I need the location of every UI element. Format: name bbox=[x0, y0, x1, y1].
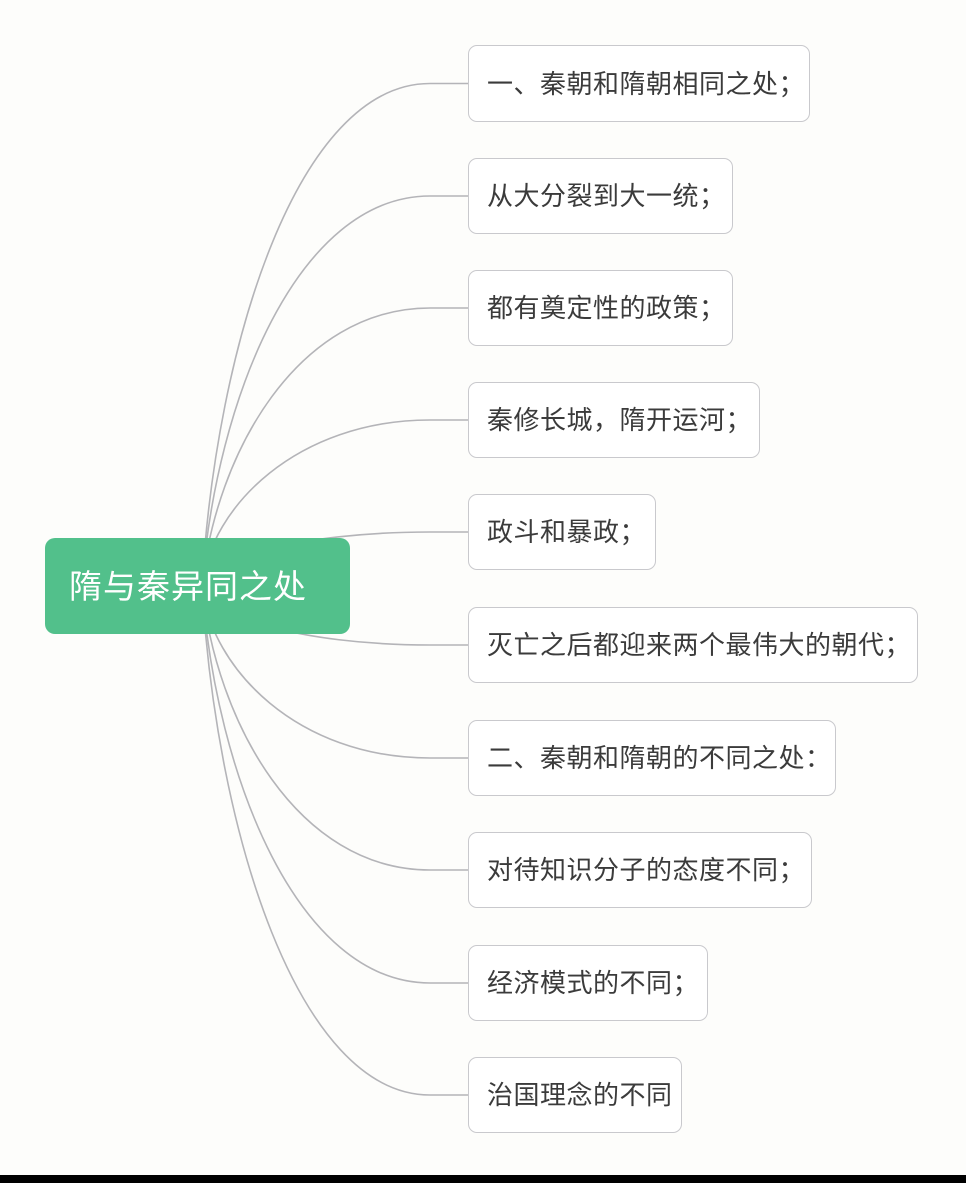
child-node[interactable]: 政斗和暴政； bbox=[468, 494, 656, 570]
child-node-label: 二、秦朝和隋朝的不同之处： bbox=[487, 743, 832, 773]
child-node-label: 一、秦朝和隋朝相同之处； bbox=[487, 68, 806, 99]
child-node-label: 对待知识分子的态度不同； bbox=[487, 855, 806, 885]
child-node[interactable]: 治国理念的不同 bbox=[468, 1057, 682, 1133]
child-node-label: 治国理念的不同 bbox=[487, 1080, 673, 1110]
child-node[interactable]: 都有奠定性的政策； bbox=[468, 270, 733, 346]
child-node-label: 从大分裂到大一统； bbox=[487, 181, 726, 211]
root-node-label: 隋与秦异同之处 bbox=[69, 567, 307, 605]
edge-connector bbox=[201, 585, 469, 1096]
child-node-label: 都有奠定性的政策； bbox=[487, 293, 726, 323]
child-node-label: 灭亡之后都迎来两个最伟大的朝代； bbox=[487, 630, 912, 660]
child-node-label: 经济模式的不同； bbox=[487, 968, 700, 998]
bottom-bar bbox=[0, 1175, 966, 1183]
child-node[interactable]: 经济模式的不同； bbox=[468, 945, 708, 1021]
child-node[interactable]: 一、秦朝和隋朝相同之处； bbox=[468, 45, 810, 122]
child-node[interactable]: 对待知识分子的态度不同； bbox=[468, 832, 812, 908]
child-node-label: 秦修长城，隋开运河； bbox=[487, 405, 753, 435]
root-node[interactable]: 隋与秦异同之处 bbox=[45, 538, 350, 634]
edge-connector bbox=[201, 585, 469, 984]
child-node[interactable]: 灭亡之后都迎来两个最伟大的朝代； bbox=[468, 607, 918, 683]
child-node[interactable]: 从大分裂到大一统； bbox=[468, 158, 733, 234]
edge-connector bbox=[201, 195, 469, 587]
child-node-label: 政斗和暴政； bbox=[487, 517, 647, 547]
edge-connector bbox=[201, 82, 469, 587]
child-node[interactable]: 秦修长城，隋开运河； bbox=[468, 382, 760, 458]
child-node[interactable]: 二、秦朝和隋朝的不同之处： bbox=[468, 720, 836, 796]
